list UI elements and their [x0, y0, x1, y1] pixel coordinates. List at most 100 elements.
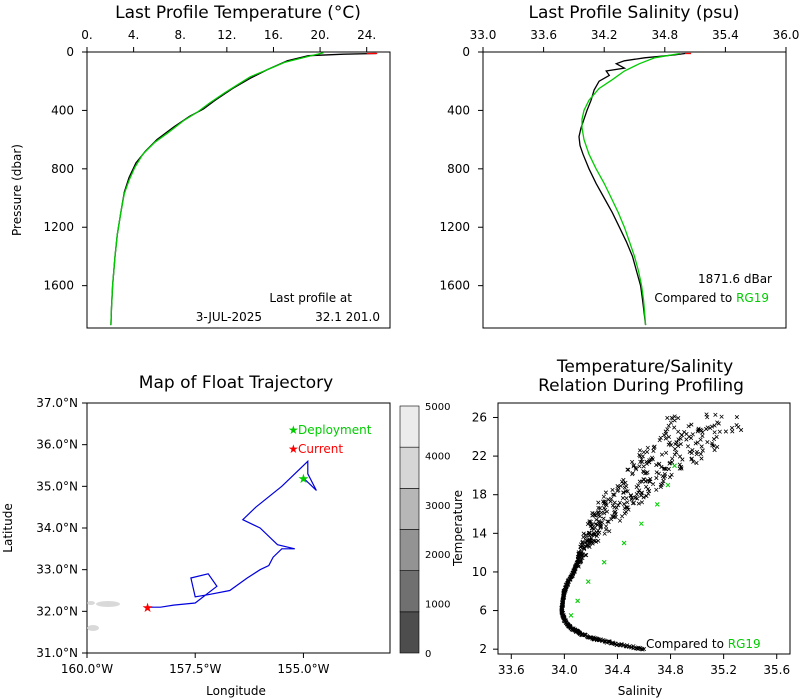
temperature-x-tick-label: 20. [311, 28, 330, 42]
longitude-axis-label: Longitude [206, 684, 266, 698]
ts-scatter-points [559, 412, 744, 652]
temperature-x-tick-label: 16. [264, 28, 283, 42]
ts-reference-point [575, 598, 580, 604]
ts-reference-point [601, 559, 607, 565]
ts-reference-point [654, 502, 660, 507]
temperature-x-tick-label: 8. [175, 28, 186, 42]
ts-compared-ref: RG19 [728, 637, 761, 651]
ts-frame [497, 402, 791, 655]
legend-deployment-icon: ★ [288, 423, 299, 437]
profile-depth-label: 1871.6 dBar [698, 272, 772, 286]
salinity-series-line-1 [581, 52, 681, 326]
map-x-tick-label: 155.0°W [277, 662, 329, 676]
colorbar-tick-label: 4000 [425, 451, 450, 462]
ts-subtitle: Relation During Profiling [538, 376, 744, 396]
ts-title: Temperature/Salinity [556, 357, 733, 377]
island-shape [87, 625, 99, 631]
ts-x-tick-label: 34.4 [604, 663, 631, 677]
temperature-y-tick-label: 1600 [43, 279, 74, 293]
salinity-x-tick-label: 36.0 [773, 28, 800, 42]
salinity-x-tick-label: 34.8 [651, 28, 678, 42]
temperature-panel: Last Profile Temperature (°C) 0. 4. 8. 12. 1… [10, 3, 391, 329]
depth-colorbar: 0 1000 2000 3000 4000 5000 [399, 402, 450, 660]
deployment-star-icon: ★ [298, 472, 310, 487]
colorbar-tick-label: 2000 [425, 550, 450, 561]
map-y-tick-label: 34.0°N [36, 521, 78, 535]
last-profile-position: 32.1 201.0 [315, 310, 380, 324]
temperature-frame [86, 51, 391, 329]
map-frame [86, 402, 391, 654]
salinity-panel: Last Profile Salinity (psu) 33.0 33.6 34.2… [439, 3, 800, 329]
ts-compared-prefix: Compared to [646, 637, 728, 651]
ts-reference-point [568, 613, 574, 618]
pressure-axis-label: Pressure (dbar) [10, 144, 24, 236]
float-trajectory-line [147, 459, 317, 608]
temperature-y-tick-label: 0 [66, 45, 74, 59]
ts-y-tick-label: 22 [472, 449, 487, 463]
salinity-compared-prefix: Compared to [654, 291, 736, 305]
colorbar-band [399, 570, 420, 613]
salinity-series-line-0 [578, 52, 686, 326]
temperature-axis-label: Temperature [451, 490, 465, 567]
salinity-compared-label: Compared to RG19 [654, 291, 769, 305]
salinity-y-tick-label: 0 [462, 45, 470, 59]
colorbar-band [399, 446, 420, 489]
salinity-x-tick-label: 33.0 [470, 28, 497, 42]
salinity-frame [482, 51, 787, 329]
temperature-title: Last Profile Temperature (°C) [115, 3, 361, 23]
ts-x-tick-label: 34.8 [657, 663, 684, 677]
salinity-y-tick-label: 400 [447, 103, 470, 117]
map-y-tick-label: 31.0°N [36, 646, 78, 660]
ts-y-tick-label: 6 [479, 604, 487, 618]
ts-scatter-crosses [559, 412, 744, 652]
map-y-tick-label: 33.0°N [36, 563, 78, 577]
ts-reference-point [665, 482, 671, 488]
salinity-x-tick-label: 34.2 [591, 28, 618, 42]
ts-x-tick-label: 33.6 [498, 663, 525, 677]
temperature-x-tick-label: 12. [217, 28, 236, 42]
ts-panel: Temperature/Salinity Relation During Pro… [451, 357, 791, 698]
map-y-ticks: 31.0°N32.0°N33.0°N34.0°N35.0°N36.0°N37.0… [36, 396, 87, 660]
temperature-x-tick-label: 0. [81, 28, 92, 42]
temperature-series-line-0 [110, 52, 377, 326]
temperature-series-line-1 [110, 52, 324, 326]
ts-reference-point [585, 579, 591, 584]
ts-y-tick-label: 18 [472, 488, 487, 502]
salinity-y-tick-label: 800 [447, 162, 470, 176]
map-y-tick-label: 32.0°N [36, 604, 78, 618]
colorbar-band [399, 611, 420, 654]
last-profile-label: Last profile at [269, 291, 352, 305]
temperature-x-ticks: 0. 4. 8. 12. 16. 20. 24. [81, 28, 376, 52]
salinity-title: Last Profile Salinity (psu) [528, 3, 739, 23]
current-star-icon: ★ [142, 601, 154, 616]
colorbar-tick-label: 5000 [425, 402, 450, 413]
ts-x-tick-label: 35.6 [763, 663, 790, 677]
temperature-series [110, 52, 378, 326]
colorbar-tick-label: 1000 [425, 600, 450, 611]
colorbar-band [399, 405, 420, 448]
ts-reference-points [568, 463, 677, 618]
colorbar-tick-label: 3000 [425, 501, 450, 512]
colorbar-band [399, 488, 420, 530]
islands [87, 601, 120, 631]
salinity-x-tick-label: 33.6 [530, 28, 557, 42]
map-x-tick-label: 160.0°W [61, 662, 113, 676]
temperature-x-tick-label: 4. [128, 28, 139, 42]
map-y-tick-label: 37.0°N [36, 396, 78, 410]
colorbar-tick-label: 0 [425, 649, 431, 660]
temperature-y-tick-label: 800 [51, 162, 74, 176]
salinity-y-tick-label: 1600 [439, 279, 470, 293]
temperature-x-tick-label: 24. [357, 28, 376, 42]
map-y-tick-label: 35.0°N [36, 479, 78, 493]
salinity-series [578, 52, 692, 326]
legend-current-icon: ★ [288, 442, 299, 456]
ts-reference-point [672, 463, 677, 469]
salinity-axis-label: Salinity [618, 684, 662, 698]
